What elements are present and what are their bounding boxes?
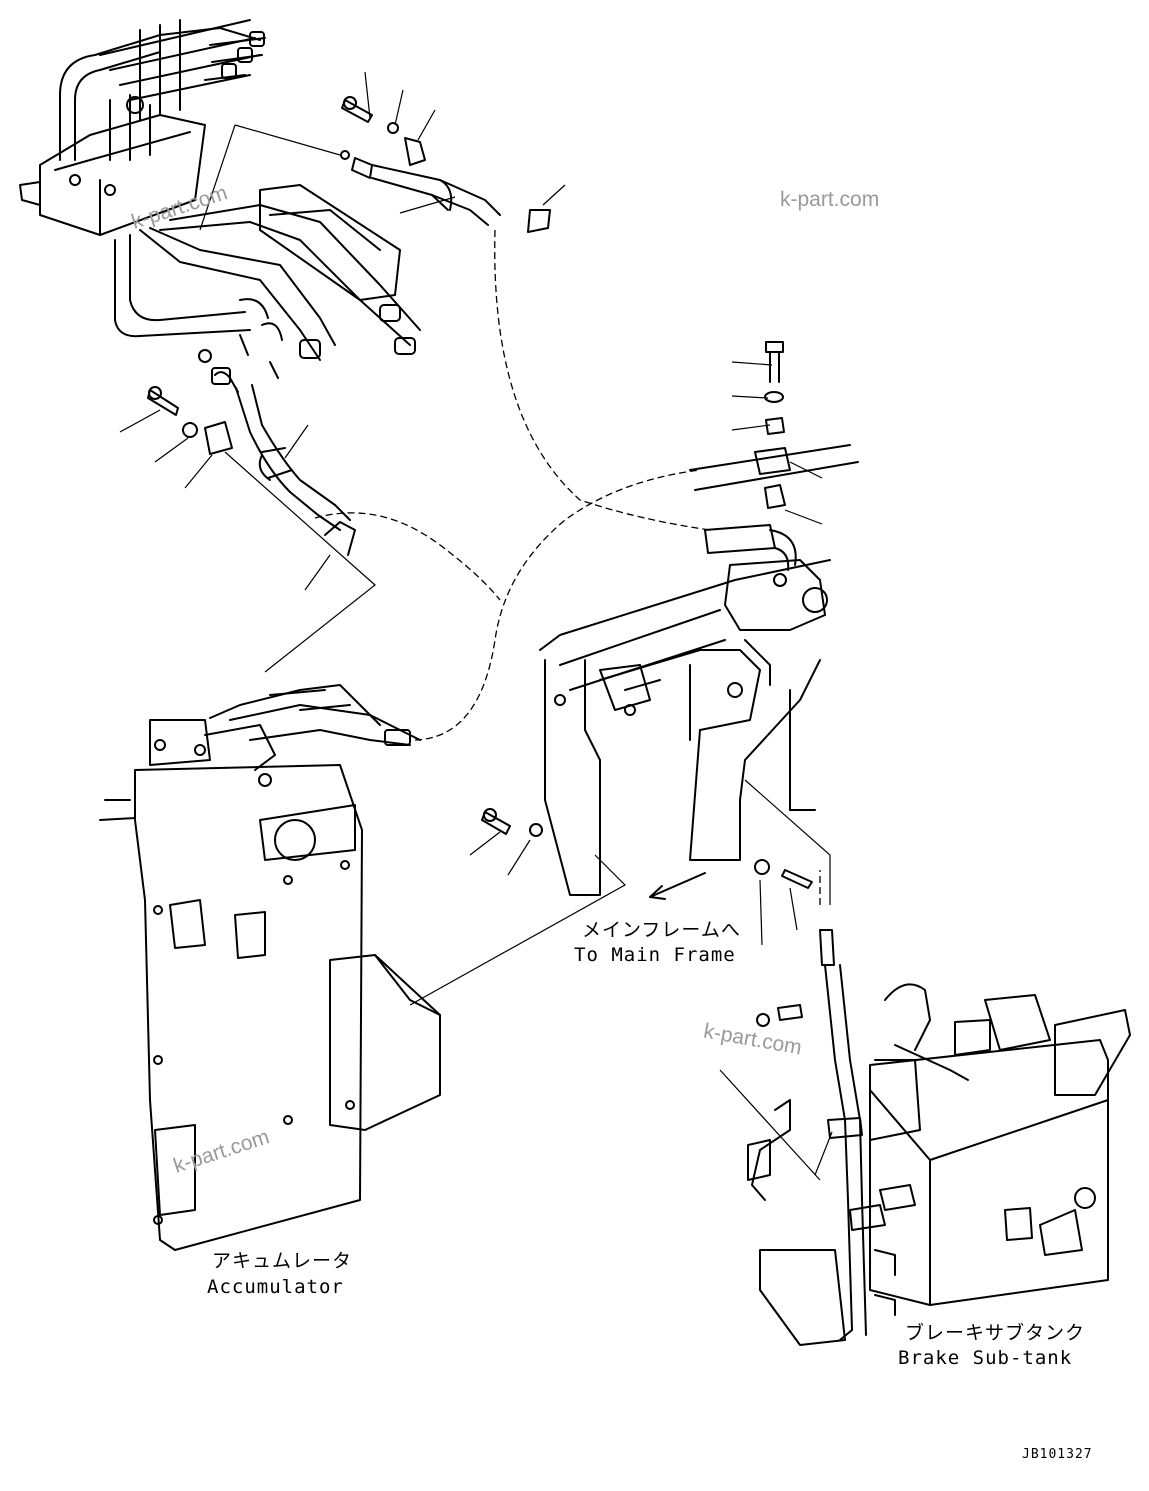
accumulator: [99, 684, 441, 1251]
center-valve-bracket: [539, 444, 859, 896]
drawing-code: JB101327: [1022, 1447, 1093, 1462]
brake-sub-tank: [747, 983, 1131, 1306]
accumulator-label-en: Accumulator: [207, 1276, 344, 1298]
accumulator-label-jp: アキュムレータ: [212, 1250, 353, 1272]
main-frame-label-jp: メインフレームへ: [582, 919, 741, 941]
connection-lines: [199, 124, 831, 1181]
leader-lines: [119, 71, 833, 1176]
brake-tank-label-jp: ブレーキサブタンク: [905, 1322, 1086, 1344]
main-frame-label-en: To Main Frame: [574, 944, 736, 966]
watermark: k-part.com: [780, 188, 880, 211]
brake-tank-label-en: Brake Sub-tank: [898, 1347, 1073, 1369]
main-frame-arrow: [649, 872, 706, 900]
brake-valve-assembly: [19, 19, 421, 379]
hose-upper-left: [147, 349, 356, 556]
middle-bolts: [481, 341, 813, 889]
hose-top: [340, 96, 551, 233]
dashed-routing: [314, 229, 821, 905]
sub-tank-hose: [759, 929, 916, 1346]
